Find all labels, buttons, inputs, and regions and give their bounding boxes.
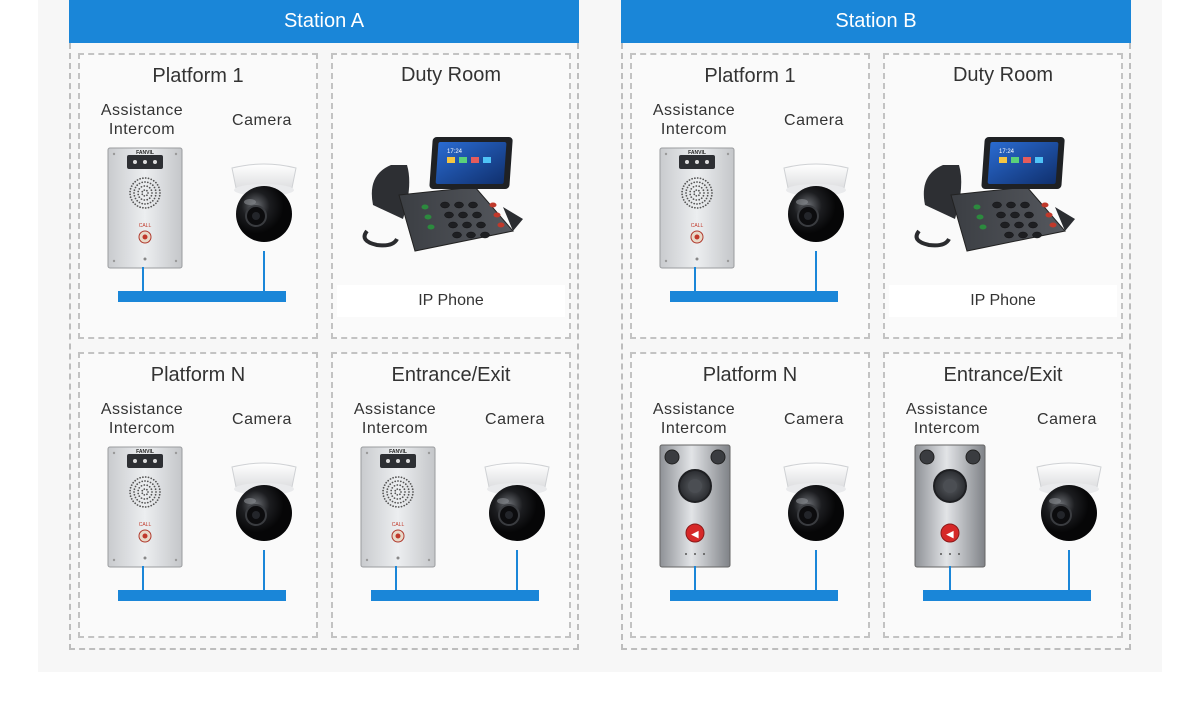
connector-line xyxy=(395,566,397,590)
svg-text:CALL: CALL xyxy=(139,522,152,528)
svg-text:◀: ◀ xyxy=(946,529,955,539)
svg-text:FANVIL: FANVIL xyxy=(136,150,154,156)
svg-text:CALL: CALL xyxy=(392,522,405,528)
station-header: Station A xyxy=(69,0,579,43)
network-bus xyxy=(923,590,1091,601)
svg-text:◀: ◀ xyxy=(691,529,700,539)
connector-line xyxy=(263,251,265,291)
camera-label: Camera xyxy=(784,112,844,129)
camera-label: Camera xyxy=(232,411,292,428)
svg-text:FANVIL: FANVIL xyxy=(136,449,154,455)
intercom-label: Assistance Intercom xyxy=(353,401,437,437)
zone-title: Duty Room xyxy=(952,64,1054,86)
camera-label: Camera xyxy=(232,112,292,129)
svg-text:17:24: 17:24 xyxy=(447,149,463,155)
station-header: Station B xyxy=(621,0,1131,43)
camera-label: Camera xyxy=(1037,411,1097,428)
zone-platform-1: Platform 1 Assistance Intercom Camera FA… xyxy=(78,53,318,339)
zone-entrance-exit: Entrance/Exit Assistance Intercom Camera… xyxy=(883,352,1123,638)
network-bus xyxy=(118,291,286,302)
intercom-label: Assistance Intercom xyxy=(100,401,184,437)
svg-text:FANVIL: FANVIL xyxy=(389,449,407,455)
station-border xyxy=(621,43,1131,650)
connector-line xyxy=(949,566,951,590)
svg-text:CALL: CALL xyxy=(691,223,704,229)
zone-title: Platform 1 xyxy=(152,65,244,87)
ip-phone-label: IP Phone xyxy=(889,285,1117,317)
connector-line xyxy=(694,267,696,291)
ip-phone-label: IP Phone xyxy=(337,285,565,317)
camera-label: Camera xyxy=(485,411,545,428)
connector-line xyxy=(815,251,817,291)
network-bus xyxy=(118,590,286,601)
zone-title: Platform N xyxy=(702,364,798,386)
zone-title: Platform 1 xyxy=(704,65,796,87)
connector-line xyxy=(815,550,817,590)
zone-title: Entrance/Exit xyxy=(391,364,511,386)
camera-label: Camera xyxy=(784,411,844,428)
zone-duty-room: Duty Room 17:24 IP Phone xyxy=(331,53,571,339)
zone-platform-n: Platform N Assistance Intercom Camera FA… xyxy=(78,352,318,638)
intercom-label: Assistance Intercom xyxy=(100,102,184,138)
station-b: Station B Platform 1 Assistance Intercom… xyxy=(621,0,1131,650)
intercom-label: Assistance Intercom xyxy=(905,401,989,437)
svg-text:FANVIL: FANVIL xyxy=(688,150,706,156)
connector-line xyxy=(142,566,144,590)
network-bus xyxy=(371,590,539,601)
station-a: Station A Platform 1 Assistance Intercom… xyxy=(69,0,579,650)
svg-text:17:24: 17:24 xyxy=(999,149,1015,155)
zone-duty-room: Duty Room 17:24 IP Phone xyxy=(883,53,1123,339)
network-bus xyxy=(670,590,838,601)
intercom-label: Assistance Intercom xyxy=(652,401,736,437)
connector-line xyxy=(694,566,696,590)
connector-line xyxy=(516,550,518,590)
zone-platform-n: Platform N Assistance Intercom Camera ◀ xyxy=(630,352,870,638)
connector-line xyxy=(263,550,265,590)
network-bus xyxy=(670,291,838,302)
zone-platform-1: Platform 1 Assistance Intercom Camera FA… xyxy=(630,53,870,339)
zone-title: Platform N xyxy=(150,364,246,386)
connector-line xyxy=(1068,550,1070,590)
intercom-label: Assistance Intercom xyxy=(652,102,736,138)
zone-title: Entrance/Exit xyxy=(943,364,1063,386)
connector-line xyxy=(142,267,144,291)
zone-title: Duty Room xyxy=(400,64,502,86)
station-border xyxy=(69,43,579,650)
svg-text:CALL: CALL xyxy=(139,223,152,229)
zone-entrance-exit: Entrance/Exit Assistance Intercom Camera… xyxy=(331,352,571,638)
